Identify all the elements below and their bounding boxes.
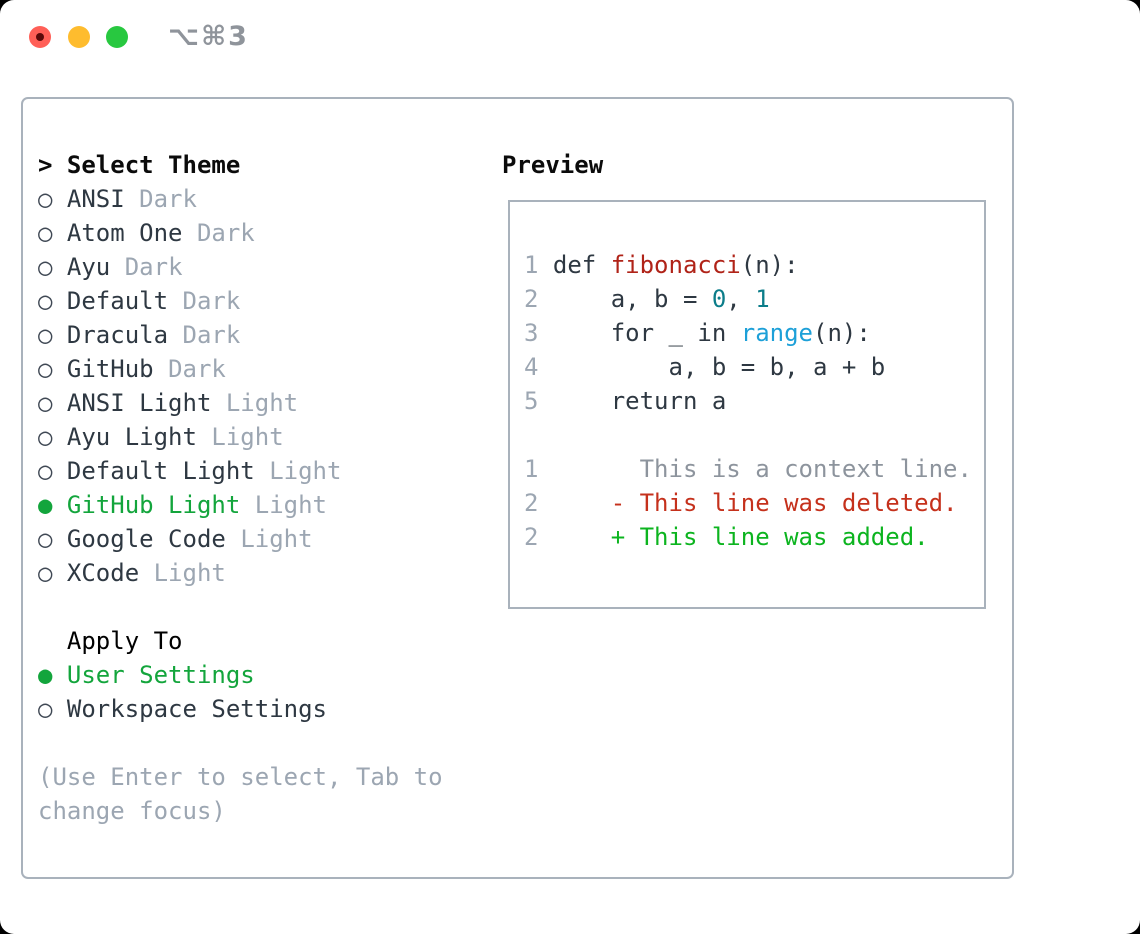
theme-item[interactable]: ○ Google Code Light bbox=[38, 522, 468, 556]
window-shortcut-label: ⌥⌘3 bbox=[168, 21, 249, 52]
theme-variant: Dark bbox=[182, 287, 241, 315]
theme-item[interactable]: ○ Default Light Light bbox=[38, 454, 468, 488]
theme-name: GitHub Light bbox=[66, 491, 241, 519]
radio-unselected-icon: ○ bbox=[38, 355, 53, 383]
select-theme-header: > Select Theme bbox=[38, 148, 468, 182]
theme-name: Ayu Light bbox=[66, 423, 197, 451]
radio-unselected-icon: ○ bbox=[38, 389, 53, 417]
theme-name: ANSI Light bbox=[66, 389, 212, 417]
radio-unselected-icon: ○ bbox=[38, 695, 53, 723]
theme-name: XCode bbox=[66, 559, 140, 587]
radio-unselected-icon: ○ bbox=[38, 287, 53, 315]
spacer bbox=[38, 590, 468, 624]
apply-to-header: Apply To bbox=[66, 627, 183, 655]
theme-variant: Light bbox=[240, 525, 313, 553]
theme-item[interactable]: ○ Atom One Dark bbox=[38, 216, 468, 250]
code-line: 2 + This line was added. bbox=[524, 523, 929, 551]
preview-title: Preview bbox=[502, 151, 604, 179]
radio-selected-icon: ● bbox=[38, 661, 53, 689]
apply-option-label: Workspace Settings bbox=[66, 695, 327, 723]
theme-name: Default Light bbox=[66, 457, 255, 485]
theme-item[interactable]: ○ Ayu Dark bbox=[38, 250, 468, 284]
minimize-button[interactable] bbox=[68, 26, 90, 48]
radio-unselected-icon: ○ bbox=[38, 423, 53, 451]
theme-variant: Light bbox=[211, 423, 284, 451]
code-line bbox=[524, 418, 972, 452]
apply-option-label: User Settings bbox=[66, 661, 255, 689]
apply-option[interactable]: ○ Workspace Settings bbox=[38, 692, 468, 726]
code-line: 2 - This line was deleted. bbox=[524, 489, 958, 517]
theme-item[interactable]: ○ ANSI Dark bbox=[38, 182, 468, 216]
theme-item[interactable]: ○ GitHub Dark bbox=[38, 352, 468, 386]
theme-name: Ayu bbox=[66, 253, 111, 281]
radio-unselected-icon: ○ bbox=[38, 559, 53, 587]
theme-name: Dracula bbox=[66, 321, 169, 349]
radio-unselected-icon: ○ bbox=[38, 219, 53, 247]
prompt-caret: > bbox=[38, 151, 53, 179]
apply-option[interactable]: ● User Settings bbox=[38, 658, 468, 692]
radio-unselected-icon: ○ bbox=[38, 321, 53, 349]
code-line: 1 This is a context line. bbox=[524, 455, 972, 483]
radio-unselected-icon: ○ bbox=[38, 525, 53, 553]
theme-list-column: > Select Theme ○ ANSI Dark○ Atom One Dar… bbox=[38, 148, 468, 828]
radio-unselected-icon: ○ bbox=[38, 253, 53, 281]
theme-variant: Dark bbox=[196, 219, 255, 247]
theme-variant: Dark bbox=[124, 253, 183, 281]
select-theme-title: Select Theme bbox=[66, 151, 241, 179]
theme-item[interactable]: ○ ANSI Light Light bbox=[38, 386, 468, 420]
theme-name: GitHub bbox=[66, 355, 154, 383]
theme-name: ANSI bbox=[66, 185, 125, 213]
code-line: 2 a, b = 0, 1 bbox=[524, 285, 770, 313]
close-button-dot bbox=[36, 33, 44, 41]
radio-selected-icon: ● bbox=[38, 491, 53, 519]
theme-name: Google Code bbox=[66, 525, 226, 553]
code-line: 5 return a bbox=[524, 387, 727, 415]
theme-variant: Light bbox=[254, 491, 327, 519]
theme-item[interactable]: ● GitHub Light Light bbox=[38, 488, 468, 522]
code-preview: 1 def fibonacci(n): 2 a, b = 0, 1 3 for _ … bbox=[524, 248, 972, 554]
close-button[interactable] bbox=[29, 26, 51, 48]
keyboard-hint: (Use Enter to select, Tab to change focu… bbox=[38, 763, 443, 825]
code-line: 1 def fibonacci(n): bbox=[524, 251, 799, 279]
title-bar: ⌥⌘3 bbox=[0, 0, 1140, 74]
theme-item[interactable]: ○ Ayu Light Light bbox=[38, 420, 468, 454]
radio-unselected-icon: ○ bbox=[38, 185, 53, 213]
theme-item[interactable]: ○ Default Dark bbox=[38, 284, 468, 318]
theme-variant: Light bbox=[225, 389, 299, 417]
theme-variant: Light bbox=[153, 559, 226, 587]
preview-box: 1 def fibonacci(n): 2 a, b = 0, 1 3 for _ … bbox=[508, 200, 986, 609]
theme-name: Atom One bbox=[66, 219, 183, 247]
zoom-button[interactable] bbox=[106, 26, 128, 48]
theme-variant: Light bbox=[269, 457, 342, 485]
radio-unselected-icon: ○ bbox=[38, 457, 53, 485]
theme-item[interactable]: ○ XCode Light bbox=[38, 556, 468, 590]
theme-variant: Dark bbox=[168, 355, 226, 383]
theme-variant: Dark bbox=[182, 321, 241, 349]
code-line: 3 for _ in range(n): bbox=[524, 319, 871, 347]
theme-list: ○ ANSI Dark○ Atom One Dark○ Ayu Dark○ De… bbox=[38, 182, 468, 590]
theme-name: Default bbox=[66, 287, 169, 315]
theme-variant: Dark bbox=[139, 185, 197, 213]
apply-to-list: ● User Settings○ Workspace Settings bbox=[38, 658, 468, 726]
code-line: 4 a, b = b, a + b bbox=[524, 353, 886, 381]
theme-item[interactable]: ○ Dracula Dark bbox=[38, 318, 468, 352]
